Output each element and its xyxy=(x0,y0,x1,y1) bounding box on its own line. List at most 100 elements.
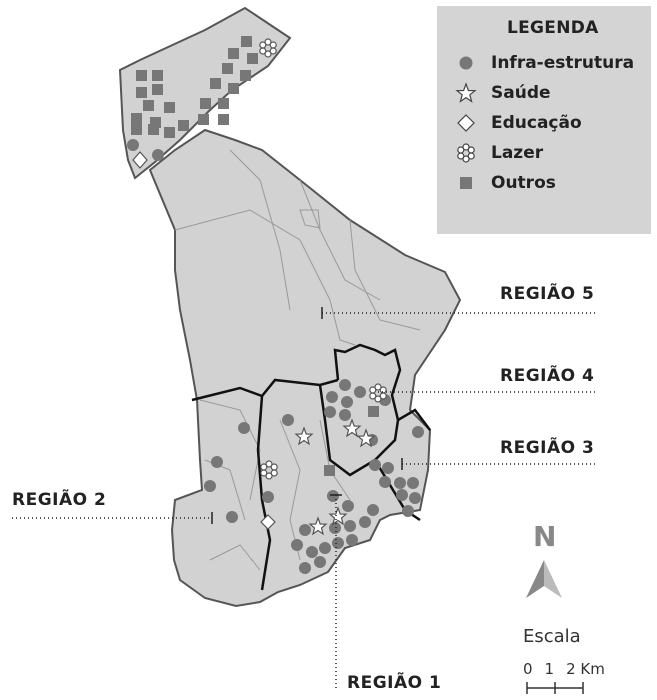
marker-infra xyxy=(412,426,424,438)
region-2-label: REGIÃO 2 xyxy=(12,490,107,510)
marker-infra xyxy=(226,511,238,523)
legend-label: Infra-estrutura xyxy=(491,53,635,73)
marker-infra xyxy=(306,546,318,558)
marker-infra xyxy=(409,492,421,504)
marker-outros xyxy=(148,124,159,135)
marker-outros xyxy=(136,70,147,81)
marker-educacao xyxy=(260,514,276,530)
legend-item-lazer: Lazer xyxy=(455,138,651,168)
asterisk-flower-icon xyxy=(457,143,475,163)
marker-infra xyxy=(341,396,353,408)
marker-outros xyxy=(178,120,189,131)
legend-item-saude: Saúde xyxy=(455,78,651,108)
marker-infra xyxy=(211,456,223,468)
markers-lazer xyxy=(259,38,387,480)
marker-infra xyxy=(369,459,381,471)
region-leader-ticks xyxy=(211,307,403,524)
marker-outros xyxy=(218,98,229,109)
diamond-icon xyxy=(457,114,475,132)
star-icon xyxy=(455,82,477,103)
markers-infra-estrutura xyxy=(127,139,424,574)
marker-saude xyxy=(356,428,376,448)
marker-infra xyxy=(299,562,311,574)
marker-infra xyxy=(262,491,274,503)
marker-infra xyxy=(282,414,294,426)
marker-saude xyxy=(294,426,314,446)
marker-infra xyxy=(344,520,356,532)
legend-label: Educação xyxy=(491,113,582,133)
marker-infra xyxy=(299,524,311,536)
marker-lazer xyxy=(369,383,387,403)
marker-saude xyxy=(308,516,328,536)
scale-tick-label: 2 Km xyxy=(566,660,605,678)
marker-outros xyxy=(136,87,147,98)
marker-saude xyxy=(342,418,362,438)
marker-infra xyxy=(382,462,394,474)
marker-infra xyxy=(238,422,250,434)
marker-infra xyxy=(291,539,303,551)
marker-infra xyxy=(339,379,351,391)
markers-outros xyxy=(131,36,379,476)
marker-outros xyxy=(150,117,161,128)
marker-outros xyxy=(200,98,211,109)
north-arrow xyxy=(526,560,562,598)
marker-infra xyxy=(152,149,164,161)
marker-saude xyxy=(328,506,348,526)
marker-infra xyxy=(394,477,406,489)
scale-ticks: 0 1 2 Km xyxy=(523,660,617,678)
marker-outros xyxy=(210,78,221,89)
marker-infra xyxy=(407,477,419,489)
region-1-label: REGIÃO 1 xyxy=(347,673,442,693)
legend-label: Outros xyxy=(491,173,556,193)
marker-lazer xyxy=(260,460,278,480)
marker-infra xyxy=(329,522,341,534)
marker-infra xyxy=(319,542,331,554)
marker-outros xyxy=(152,70,163,81)
marker-infra xyxy=(326,391,338,403)
marker-outros xyxy=(131,113,142,124)
north-label: N xyxy=(533,520,557,553)
square-icon xyxy=(460,177,472,189)
marker-outros xyxy=(324,465,335,476)
region-4-label: REGIÃO 4 xyxy=(500,366,595,386)
marker-outros xyxy=(222,63,233,74)
scale-tick-label: 1 xyxy=(544,660,555,678)
marker-infra xyxy=(367,504,379,516)
markers-saude xyxy=(294,418,376,536)
marker-outros xyxy=(228,48,239,59)
region-boundaries xyxy=(191,343,431,591)
marker-outros xyxy=(240,70,251,81)
region-5-label: REGIÃO 5 xyxy=(500,284,595,304)
marker-outros xyxy=(198,114,209,125)
marker-outros xyxy=(247,53,258,64)
marker-outros xyxy=(241,36,252,47)
marker-educacao xyxy=(132,151,148,169)
marker-outros xyxy=(164,127,175,138)
marker-infra xyxy=(342,500,354,512)
marker-infra xyxy=(359,516,371,528)
marker-infra xyxy=(314,556,326,568)
marker-infra xyxy=(324,406,336,418)
region-3-label: REGIÃO 3 xyxy=(500,438,595,458)
marker-infra xyxy=(327,490,339,502)
scale-bar xyxy=(526,682,584,694)
legend-label: Lazer xyxy=(491,143,544,163)
marker-infra xyxy=(339,409,351,421)
marker-infra xyxy=(402,505,414,517)
legend-item-infra-estrutura: Infra-estrutura xyxy=(455,48,651,78)
marker-lazer xyxy=(259,38,277,58)
scale-tick-label: 0 xyxy=(523,660,533,678)
circle-icon xyxy=(459,56,473,70)
marker-infra xyxy=(354,386,366,398)
marker-infra xyxy=(204,480,216,492)
marker-outros xyxy=(143,100,154,111)
marker-infra xyxy=(332,537,344,549)
legend-box: LEGENDA Infra-estrutura Saúde Educação L… xyxy=(437,6,651,234)
marker-infra xyxy=(379,476,391,488)
legend-item-educacao: Educação xyxy=(455,108,651,138)
markers-educacao xyxy=(132,151,276,530)
legend-title: LEGENDA xyxy=(507,18,599,38)
scale-title: Escala xyxy=(523,626,581,647)
marker-outros xyxy=(152,84,163,95)
